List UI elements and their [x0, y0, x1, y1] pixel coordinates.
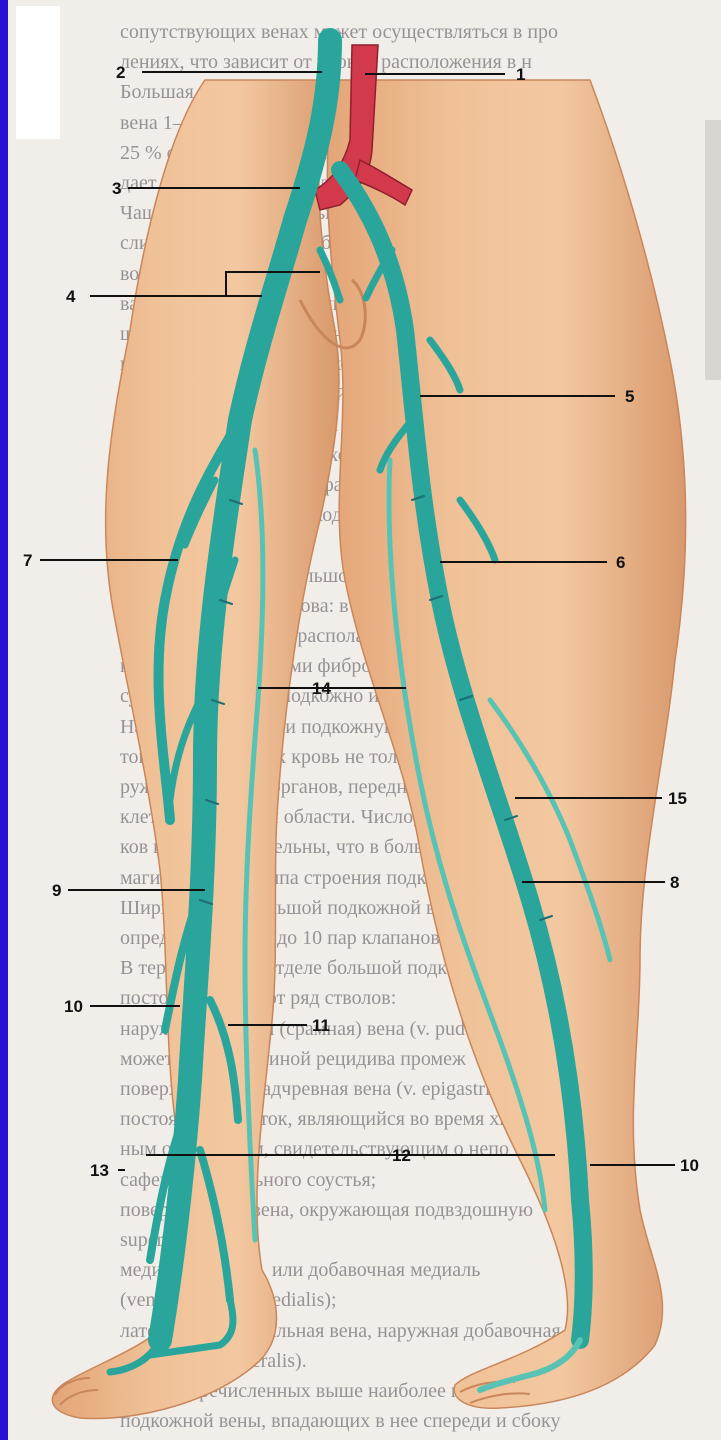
label-8: 8 — [670, 873, 679, 892]
label-2: 2 — [116, 63, 125, 82]
label-14: 14 — [312, 679, 331, 698]
label-5: 5 — [625, 387, 634, 406]
label-6: 6 — [616, 553, 625, 572]
label-9: 9 — [52, 881, 61, 900]
right-leg — [327, 80, 685, 1408]
label-4: 4 — [66, 287, 76, 306]
label-10-left: 10 — [64, 997, 83, 1016]
label-3: 3 — [112, 179, 121, 198]
label-11: 11 — [312, 1016, 330, 1035]
label-7: 7 — [23, 551, 32, 570]
label-13: 13 — [90, 1161, 109, 1180]
label-12: 12 — [392, 1146, 411, 1165]
label-1: 1 — [516, 65, 525, 84]
legs-silhouette — [52, 80, 685, 1418]
label-15: 15 — [668, 789, 687, 808]
label-10-right: 10 — [680, 1156, 699, 1175]
